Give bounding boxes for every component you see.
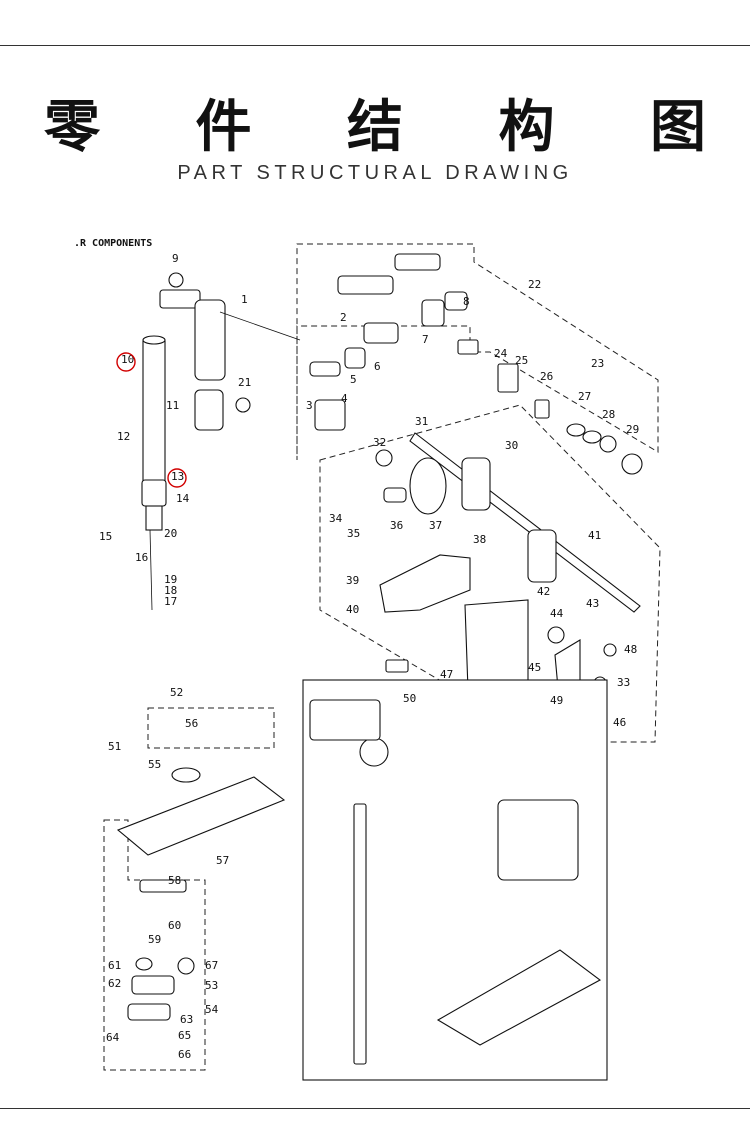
group-outline-feed-shaft <box>319 404 661 743</box>
callout-label: 41 <box>588 529 601 542</box>
callout-label: 54 <box>205 1003 219 1016</box>
callout-label: 45 <box>528 661 541 674</box>
needle-bar-assembly <box>141 272 301 611</box>
callout-label: 46 <box>613 716 626 729</box>
page-title-chinese: 零 件 结 构 图 <box>44 95 744 160</box>
callout-label: 42 <box>537 585 550 598</box>
callout-label: 40 <box>346 603 359 616</box>
callout-label: 15 <box>99 530 112 543</box>
callout-label: 59 <box>148 933 161 946</box>
group-outline-throat-plate <box>147 707 275 749</box>
take-up-assembly <box>309 253 643 475</box>
callout-label: 62 <box>108 977 121 990</box>
callout-label: 67 <box>205 959 218 972</box>
callout-label: 57 <box>216 854 229 867</box>
callout-label: 55 <box>148 758 161 771</box>
callout-label: 24 <box>494 347 508 360</box>
callout-labels: 1 2 3 4 5 6 7 8 9 10 11 12 13 14 15 16 1… <box>99 252 639 1061</box>
callout-label: 30 <box>505 439 518 452</box>
feed-shaft-assembly <box>375 432 641 719</box>
callout-label: 13 <box>171 470 184 483</box>
top-rule <box>0 45 750 46</box>
bottom-rule <box>0 1108 750 1109</box>
callout-label: 37 <box>429 519 442 532</box>
callout-label: 2 <box>340 311 347 324</box>
callout-label: 52 <box>170 686 183 699</box>
callout-label: 29 <box>626 423 639 436</box>
callout-label: 43 <box>586 597 599 610</box>
callout-label: 31 <box>415 415 428 428</box>
highlight-circle-part-10 <box>116 352 136 372</box>
callout-label: 28 <box>602 408 615 421</box>
callout-label: 18 <box>164 584 177 597</box>
callout-label: 1 <box>241 293 248 306</box>
callout-label: 10 <box>121 353 134 366</box>
highlight-circle-part-11 <box>167 468 187 488</box>
callout-label: 23 <box>591 357 604 370</box>
callout-label: 44 <box>550 607 564 620</box>
callout-label: 4 <box>341 392 348 405</box>
diagram-caption: .R COMPONENTS <box>74 238 152 249</box>
callout-label: 16 <box>135 551 148 564</box>
callout-label: 35 <box>347 527 360 540</box>
callout-label: 63 <box>180 1013 193 1026</box>
callout-label: 33 <box>617 676 630 689</box>
group-outline-upper <box>296 243 659 460</box>
callout-label: 27 <box>578 390 591 403</box>
callout-label: 20 <box>164 527 177 540</box>
throat-plate-assembly <box>116 767 286 1021</box>
callout-label: 64 <box>106 1031 120 1044</box>
callout-label: 51 <box>108 740 121 753</box>
page-title-english: PART STRUCTURAL DRAWING <box>177 162 573 184</box>
callout-label: 9 <box>172 252 179 265</box>
callout-label: 8 <box>463 295 470 308</box>
callout-label: 48 <box>624 643 637 656</box>
callout-label: 39 <box>346 574 359 587</box>
callout-label: 56 <box>185 717 198 730</box>
callout-label: 21 <box>238 376 251 389</box>
callout-label: 22 <box>528 278 541 291</box>
callout-label: 7 <box>422 333 429 346</box>
callout-label: 50 <box>403 692 416 705</box>
callout-label: 36 <box>390 519 403 532</box>
callout-label: 11 <box>166 399 179 412</box>
callout-label: 3 <box>306 399 313 412</box>
callout-label: 25 <box>515 354 528 367</box>
callout-label: 34 <box>329 512 343 525</box>
callout-label: 66 <box>178 1048 191 1061</box>
callout-label: 32 <box>373 436 386 449</box>
callout-label: 19 <box>164 573 177 586</box>
callout-label: 5 <box>350 373 357 386</box>
callout-label: 14 <box>176 492 190 505</box>
callout-label: 12 <box>117 430 130 443</box>
callout-label: 47 <box>440 668 453 681</box>
callout-label: 17 <box>164 595 177 608</box>
callout-label: 58 <box>168 874 181 887</box>
group-outline-feed-dog <box>103 819 206 1071</box>
callout-label: 26 <box>540 370 553 383</box>
callout-label: 65 <box>178 1029 191 1042</box>
callout-label: 61 <box>108 959 121 972</box>
callout-label: 38 <box>473 533 486 546</box>
callout-label: 53 <box>205 979 218 992</box>
callout-label: 6 <box>374 360 381 373</box>
callout-label: 49 <box>550 694 563 707</box>
callout-label: 60 <box>168 919 181 932</box>
assembled-view <box>302 679 608 1081</box>
